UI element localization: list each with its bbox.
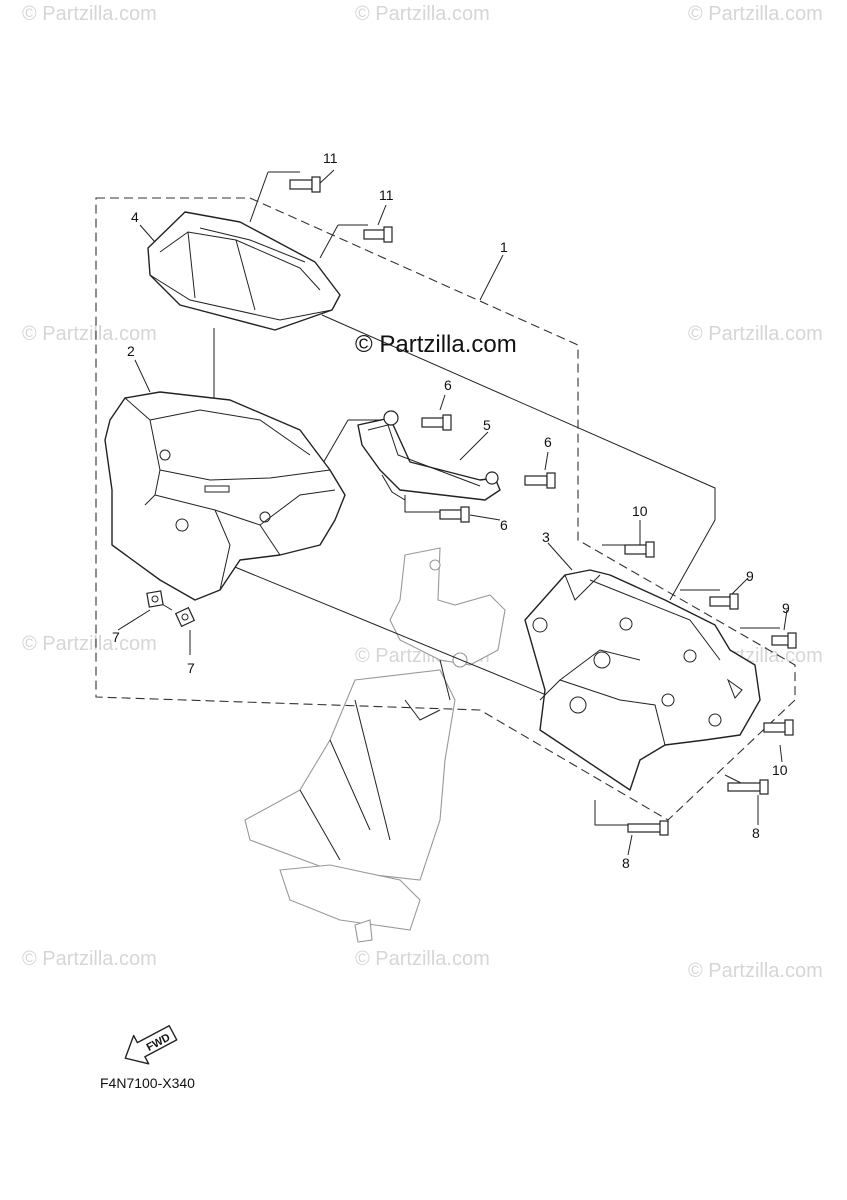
callout-3: 3 [542,529,550,545]
bolt-6-c [439,506,470,523]
frame-background [244,547,506,943]
part-4-visor [147,211,341,331]
part-7-nuts [146,590,196,628]
part-5-bracket [357,410,501,501]
bolt-11-a [289,176,321,193]
bolt-6-a [421,414,452,431]
bolt-8-a [727,779,769,795]
bolt-10-b [763,719,794,736]
part-2-meter-cover [104,391,346,601]
callout-7: 7 [112,629,120,645]
callout-9: 9 [746,568,754,584]
bolts [289,176,797,836]
diagram-code: F4N7100-X340 [100,1075,195,1091]
callout-10: 10 [772,762,788,778]
callout-1: 1 [500,239,508,255]
bolt-11-b [363,226,393,243]
watermark: © Partzilla.com [355,3,490,25]
watermark: © Partzilla.com [355,948,490,970]
bolt-6-b [524,472,556,489]
fwd-arrow-icon: FWD [124,1025,178,1065]
watermark: © Partzilla.com [22,948,157,970]
watermark: © Partzilla.com [22,3,157,25]
center-watermark: © Partzilla.com [355,331,517,358]
callout-2: 2 [127,343,135,359]
watermark: © Partzilla.com [688,960,823,982]
callout-5: 5 [483,417,491,433]
callout-8: 8 [622,855,630,871]
callout-numbers: 11 11 1 4 2 6 5 6 6 3 10 9 9 7 7 10 8 8 [112,150,790,871]
callout-8: 8 [752,825,760,841]
callout-11: 11 [379,187,394,203]
bolt-8-b [627,820,669,836]
callout-11: 11 [323,150,338,166]
callout-4: 4 [131,209,139,225]
watermark: © Partzilla.com [688,3,823,25]
bolt-9-b [771,632,797,649]
part-3-inner-panel [524,569,761,791]
watermark: © Partzilla.com [688,323,823,345]
callout-9: 9 [782,600,790,616]
watermark: © Partzilla.com [22,633,157,655]
watermark: © Partzilla.com [22,323,157,345]
callout-6: 6 [444,377,452,393]
callout-6: 6 [500,517,508,533]
callout-6: 6 [544,434,552,450]
fwd-label: FWD [145,1032,173,1054]
callout-10: 10 [632,503,648,519]
bolt-10-a [624,541,655,558]
bolt-9-a [709,593,739,610]
callout-7: 7 [187,660,195,676]
